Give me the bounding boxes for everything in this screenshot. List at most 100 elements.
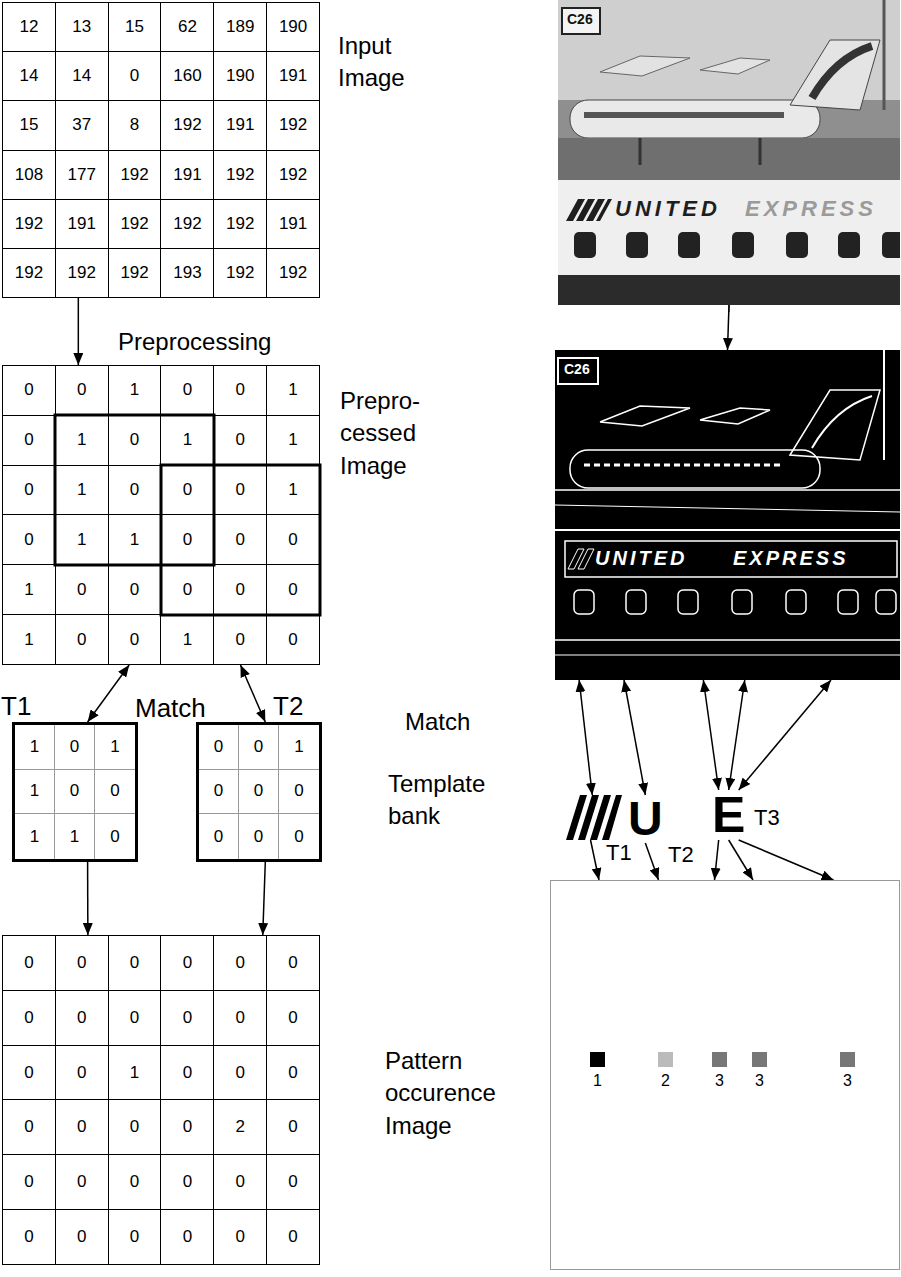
grid-cell: 0 [214,1155,267,1210]
grid-cell: 1 [56,416,109,466]
grid-cell: 0 [161,515,214,565]
grid-cell: 190 [214,52,267,101]
grid-cell: 192 [3,200,56,249]
livery-text: EXPRESS [733,546,848,570]
grid-cell: 1 [56,515,109,565]
stripe-template: T1 [565,795,623,840]
grid-cell: 0 [239,770,279,815]
grid-cell: 0 [279,814,319,859]
grid-cell: 192 [214,200,267,249]
template-label: T1 [1,691,31,722]
stripe-template-icon [566,795,622,840]
grid-cell: 0 [267,565,320,615]
grid-cell: 0 [56,1210,109,1265]
grid-cell: 0 [56,1100,109,1155]
grid-cell: 1 [15,725,55,770]
grid-cell: 0 [109,52,162,101]
edge-window [838,590,858,614]
gate-sign [562,8,600,34]
template-glyph: E [712,790,745,840]
grid-cell: 1 [109,515,162,565]
grid-cell: 0 [267,1210,320,1265]
arrow-connector [703,680,718,790]
edge-fuselage [570,450,820,488]
grid-cell: 0 [56,366,109,416]
grid-cell: 0 [3,1155,56,1210]
grid-cell: 0 [214,466,267,516]
grid-cell: 0 [3,366,56,416]
grid-cell: 0 [214,991,267,1046]
pattern-occurrence-grid: 000000000000001000000020000000000000 [2,935,320,1265]
edge-line [555,639,900,641]
input-image-grid: 1213156218919014140160190191153781921911… [2,2,320,298]
grid-cell: 0 [161,466,214,516]
arrow-connector [728,305,730,350]
grid-cell: 0 [161,1155,214,1210]
grid-cell: 62 [161,3,214,52]
occurrence-mark [658,1052,673,1067]
grid-cell: 1 [15,770,55,815]
grid-cell: 1 [161,615,214,665]
grid-cell: 0 [3,1210,56,1265]
sign-text: C26 [567,11,593,28]
grid-cell: 192 [56,249,109,298]
grid-cell: 1 [279,725,319,770]
grid-cell: 0 [3,1046,56,1101]
grid-cell: 1 [267,466,320,516]
grid-cell: 0 [267,991,320,1046]
grid-cell: 191 [161,151,214,200]
edge-livery-logo [568,549,594,569]
grid-cell: 0 [267,1046,320,1101]
grid-cell: 0 [109,1155,162,1210]
grid-cell: 0 [267,615,320,665]
grid-cell: 1 [109,1046,162,1101]
occurrence-mark [840,1052,855,1067]
grid-cell: 0 [239,814,279,859]
arrow-connector [87,862,89,935]
grid-cell: 0 [214,1210,267,1265]
grid-cell: 0 [214,1046,267,1101]
callout-number: 3 [843,1071,852,1090]
photo-windows [584,112,784,118]
edge-tail [790,390,880,460]
template-grid: T2001000000 [196,722,322,862]
arrow-connector [715,840,719,880]
grid-cell: 192 [161,101,214,150]
edge-plane [600,406,690,426]
photo-tail [790,40,880,110]
edge-line [555,655,900,656]
edge-line [555,489,900,491]
arrow-connector [263,862,266,935]
grid-cell: 192 [3,249,56,298]
grid-cell: 0 [214,515,267,565]
grid-cell: 0 [3,466,56,516]
grid-cell: 0 [3,936,56,991]
photo-window [678,232,700,258]
edge-window [626,590,646,614]
grid-cell: 192 [109,151,162,200]
grid-cell: 15 [3,101,56,150]
photo-plane [600,56,690,76]
photo-gear [639,138,642,165]
occurrence-mark [752,1052,767,1067]
grid-cell: 0 [199,814,239,859]
letter-template: UT2 [628,795,663,843]
callout-number: 3 [715,1071,724,1090]
arrow-connector [78,298,80,365]
grid-cell: 0 [109,1100,162,1155]
grid-cell: 0 [3,1100,56,1155]
grid-cell: 0 [214,416,267,466]
caption-label: Input Image [338,30,448,95]
edge-line [555,529,900,531]
grid-cell: 1 [267,416,320,466]
grid-cell: 0 [161,1210,214,1265]
grid-cell: 0 [267,1100,320,1155]
edge-image-frame: C26UNITEDEXPRESS [555,350,900,680]
grid-cell: 191 [267,52,320,101]
photo-tail-logo [812,46,872,98]
caption-label: Preprocessing [118,326,271,358]
grid-cell: 0 [3,416,56,466]
livery-text: UNITED [615,196,721,222]
callout-number: 2 [661,1071,670,1090]
grid-cell: 192 [267,101,320,150]
